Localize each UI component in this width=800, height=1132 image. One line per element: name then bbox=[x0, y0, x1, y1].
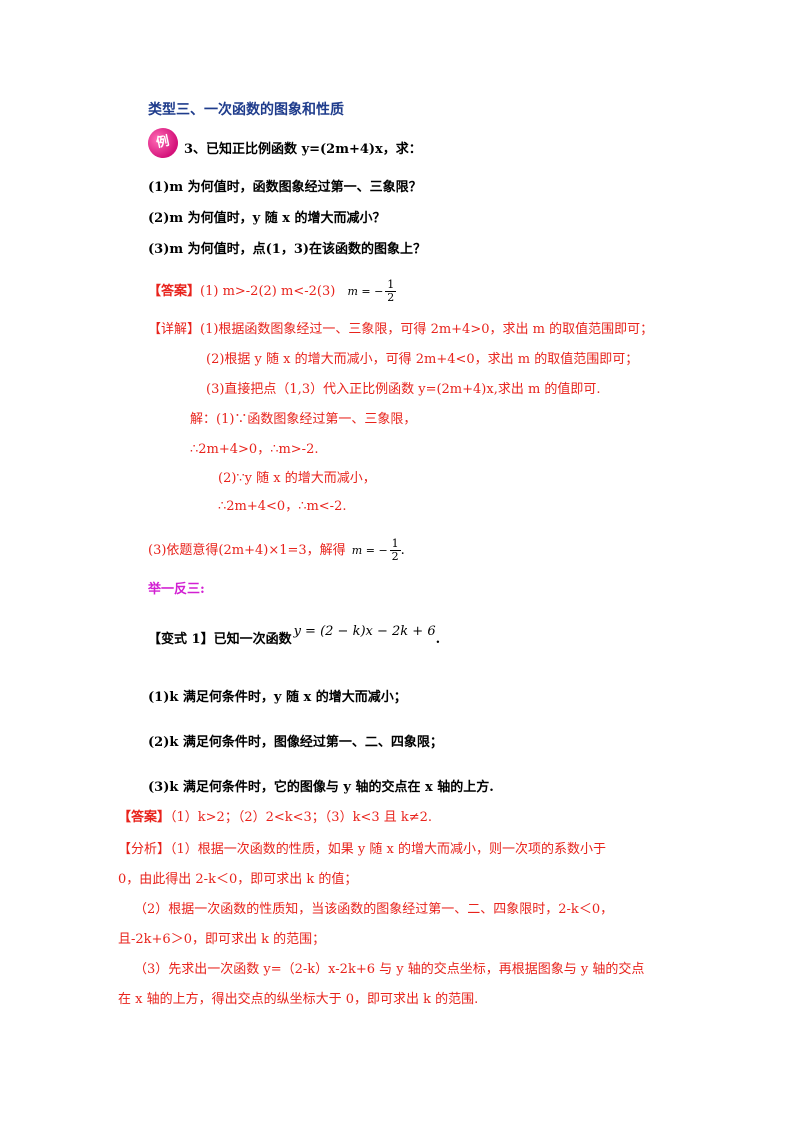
answer-m-lhs: m = − bbox=[347, 285, 384, 298]
fraction-numerator: 1 bbox=[385, 278, 397, 292]
variant-header: 【变式 1】已知一次函数y = (2 − k)x − 2k + 6. bbox=[148, 624, 441, 648]
example-q3: (3)m 为何值时，点(1，3)在该函数的图象上？ bbox=[148, 242, 427, 257]
example-stem: 已知正比例函数 y=(2m+4)x，求： bbox=[206, 142, 422, 157]
analysis-line-3: （2）根据一次函数的性质知，当该函数的图象经过第一、二、四象限时，2-k＜0， bbox=[134, 902, 614, 917]
example-badge-icon: 例 bbox=[145, 125, 181, 161]
practice-title: 举一反三: bbox=[148, 582, 205, 597]
analysis-line-5: （3）先求出一次函数 y=（2-k）x-2k+6 与 y 轴的交点坐标，再根据图… bbox=[134, 962, 645, 977]
variant-label: 【变式 1】已知一次函数 bbox=[148, 632, 292, 647]
analysis-line-1: 【分析】（1）根据一次函数的性质，如果 y 随 x 的增大而减小，则一次项的系数… bbox=[118, 842, 606, 858]
solution-line-1: 解：(1)∵函数图象经过第一、三象限， bbox=[190, 412, 417, 427]
solution-period: . bbox=[400, 543, 405, 558]
variant-period: . bbox=[435, 632, 441, 647]
analysis-line-4: 且-2k+6＞0，即可求出 k 的范围； bbox=[118, 932, 326, 947]
answer2-text: （1）k>2；（2）2<k<3；（3）k<3 且 k≠2. bbox=[170, 810, 433, 825]
answer-text: (1) m>-2(2) m<-2(3) bbox=[200, 284, 336, 299]
analysis-label: 【分析】 bbox=[118, 842, 171, 857]
detail-line-1: 【详解】(1)根据函数图象经过一、三象限，可得 2m+4>0，求出 m 的取值范… bbox=[148, 322, 653, 338]
answer2-label: 【答案】 bbox=[118, 810, 171, 825]
variant-q1: (1)k 满足何条件时，y 随 x 的增大而减小； bbox=[148, 690, 407, 705]
solution-line-4: ∴2m+4<0，∴m<-2. bbox=[218, 499, 347, 514]
solution-line-3: (2)∵y 随 x 的增大而减小， bbox=[218, 471, 376, 486]
example-number: 3、 bbox=[184, 142, 207, 157]
analysis-line-2: 0，由此得出 2-k＜0，即可求出 k 的值； bbox=[118, 872, 358, 887]
variant-q3: (3)k 满足何条件时，它的图像与 y 轴的交点在 x 轴的上方. bbox=[148, 780, 494, 795]
analysis-line-6: 在 x 轴的上方，得出交点的纵坐标大于 0，即可求出 k 的范围. bbox=[118, 992, 479, 1007]
solution-m-lhs: m = − bbox=[351, 544, 388, 557]
analysis-p1a: （1）根据一次函数的性质，如果 y 随 x 的增大而减小，则一次项的系数小于 bbox=[170, 842, 606, 857]
section-title: 类型三、一次函数的图象和性质 bbox=[148, 102, 344, 118]
solution-5-text: (3)依题意得(2m+4)×1=3，解得 bbox=[148, 543, 346, 558]
fraction-denominator: 2 bbox=[391, 550, 399, 563]
detail-line-2: (2)根据 y 随 x 的增大而减小，可得 2m+4<0，求出 m 的取值范围即… bbox=[206, 352, 639, 367]
answer2-line: 【答案】（1）k>2；（2）2<k<3；（3）k<3 且 k≠2. bbox=[118, 810, 432, 826]
variant-q2: (2)k 满足何条件时，图像经过第一、二、四象限； bbox=[148, 735, 443, 750]
answer-label: 【答案】 bbox=[148, 284, 201, 299]
fraction-numerator: 1 bbox=[389, 537, 401, 551]
detail-line-3: (3)直接把点（1,3）代入正比例函数 y=(2m+4)x,求出 m 的值即可. bbox=[206, 382, 601, 397]
example-question: 3、已知正比例函数 y=(2m+4)x，求： bbox=[184, 142, 422, 158]
variant-formula: y = (2 − k)x − 2k + 6 bbox=[293, 624, 436, 639]
example-q1: (1)m 为何值时，函数图象经过第一、三象限？ bbox=[148, 180, 422, 195]
detail-label: 【详解】 bbox=[148, 322, 201, 337]
example-q2: (2)m 为何值时，y 随 x 的增大而减小？ bbox=[148, 211, 386, 226]
fraction-denominator: 2 bbox=[387, 291, 395, 304]
detail-text-1: (1)根据函数图象经过一、三象限，可得 2m+4>0，求出 m 的取值范围即可； bbox=[200, 322, 654, 337]
solution-line-2: ∴2m+4>0，∴m>-2. bbox=[190, 442, 319, 457]
